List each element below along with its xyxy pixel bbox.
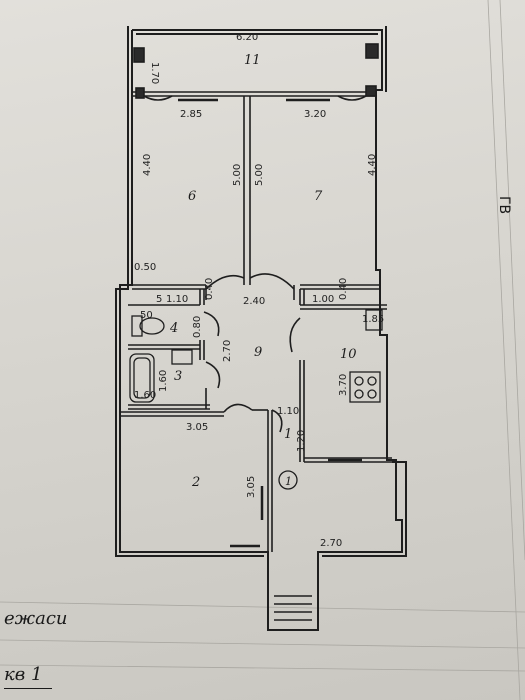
interior-walls [120,96,392,621]
dim-room2-width: 3.05 [186,422,208,433]
room-label-6: 6 [188,189,196,204]
caption-line-2: кв 1 [4,664,43,685]
toilet-tank [131,315,143,337]
dim-niche: 0.50 [134,262,156,273]
room-label-4: 4 [169,321,178,336]
entry-marker-label: 1 [285,475,292,488]
dim-wc-small-b: 5 [156,294,162,305]
dim-kitchen-width: 1.85 [362,314,384,325]
dim-entry-width: 1.10 [277,406,299,417]
dim-bottom-width: 2.70 [320,538,342,549]
dim-window-left: 2.85 [180,109,202,120]
dim-room2-depth: 3.05 [246,476,257,498]
dim-top-width: 6.20 [236,32,258,43]
room-label-7: 7 [314,189,323,204]
dim-corridor-width: 2.40 [243,296,265,307]
dim-bath-width: 1.60 [134,390,156,401]
room-label-2: 2 [191,475,200,490]
dim-pillar-a: 0.40 [204,278,215,300]
dim-entry-depth: 1.20 [296,430,307,452]
room-label-9: 9 [254,345,262,360]
caption-underline [4,688,52,689]
caption-line-1: ежаси [4,608,68,629]
balcony-wall [132,43,379,102]
edge-text: ГВ [496,196,512,215]
dim-room7-depth: 4.40 [367,154,378,176]
dim-room7-width: 5.00 [254,164,265,186]
kitchen-sink [365,309,383,331]
dim-pillar-c: 1.00 [312,294,334,305]
room-label-3: 3 [174,369,182,384]
dim-room6-width: 5.00 [232,164,243,186]
dim-wc-small-a: 50 [140,310,153,321]
toilet-bowl [139,317,165,335]
dim-room6-depth: 4.40 [142,154,153,176]
dim-bath-depth: 1.60 [158,370,169,392]
room-label-11: 11 [244,53,261,68]
dim-window-right: 3.20 [304,109,326,120]
dim-hall-depth: 2.70 [222,340,233,362]
sink [171,349,193,365]
entry-marker-circle [278,470,298,490]
fixtures [129,309,383,490]
dim-pillar-b: 0.40 [338,278,349,300]
bathtub [129,353,155,403]
room-label-10: 10 [340,347,357,362]
room-label-1: 1 [284,427,292,442]
dim-wc-depth: 0.80 [192,316,203,338]
dim-wc-width: 1.10 [166,294,188,305]
dim-balcony-depth: 1.70 [149,62,160,84]
stove [349,371,381,403]
dim-kitchen-depth: 3.70 [338,374,349,396]
outer-walls [115,26,407,631]
